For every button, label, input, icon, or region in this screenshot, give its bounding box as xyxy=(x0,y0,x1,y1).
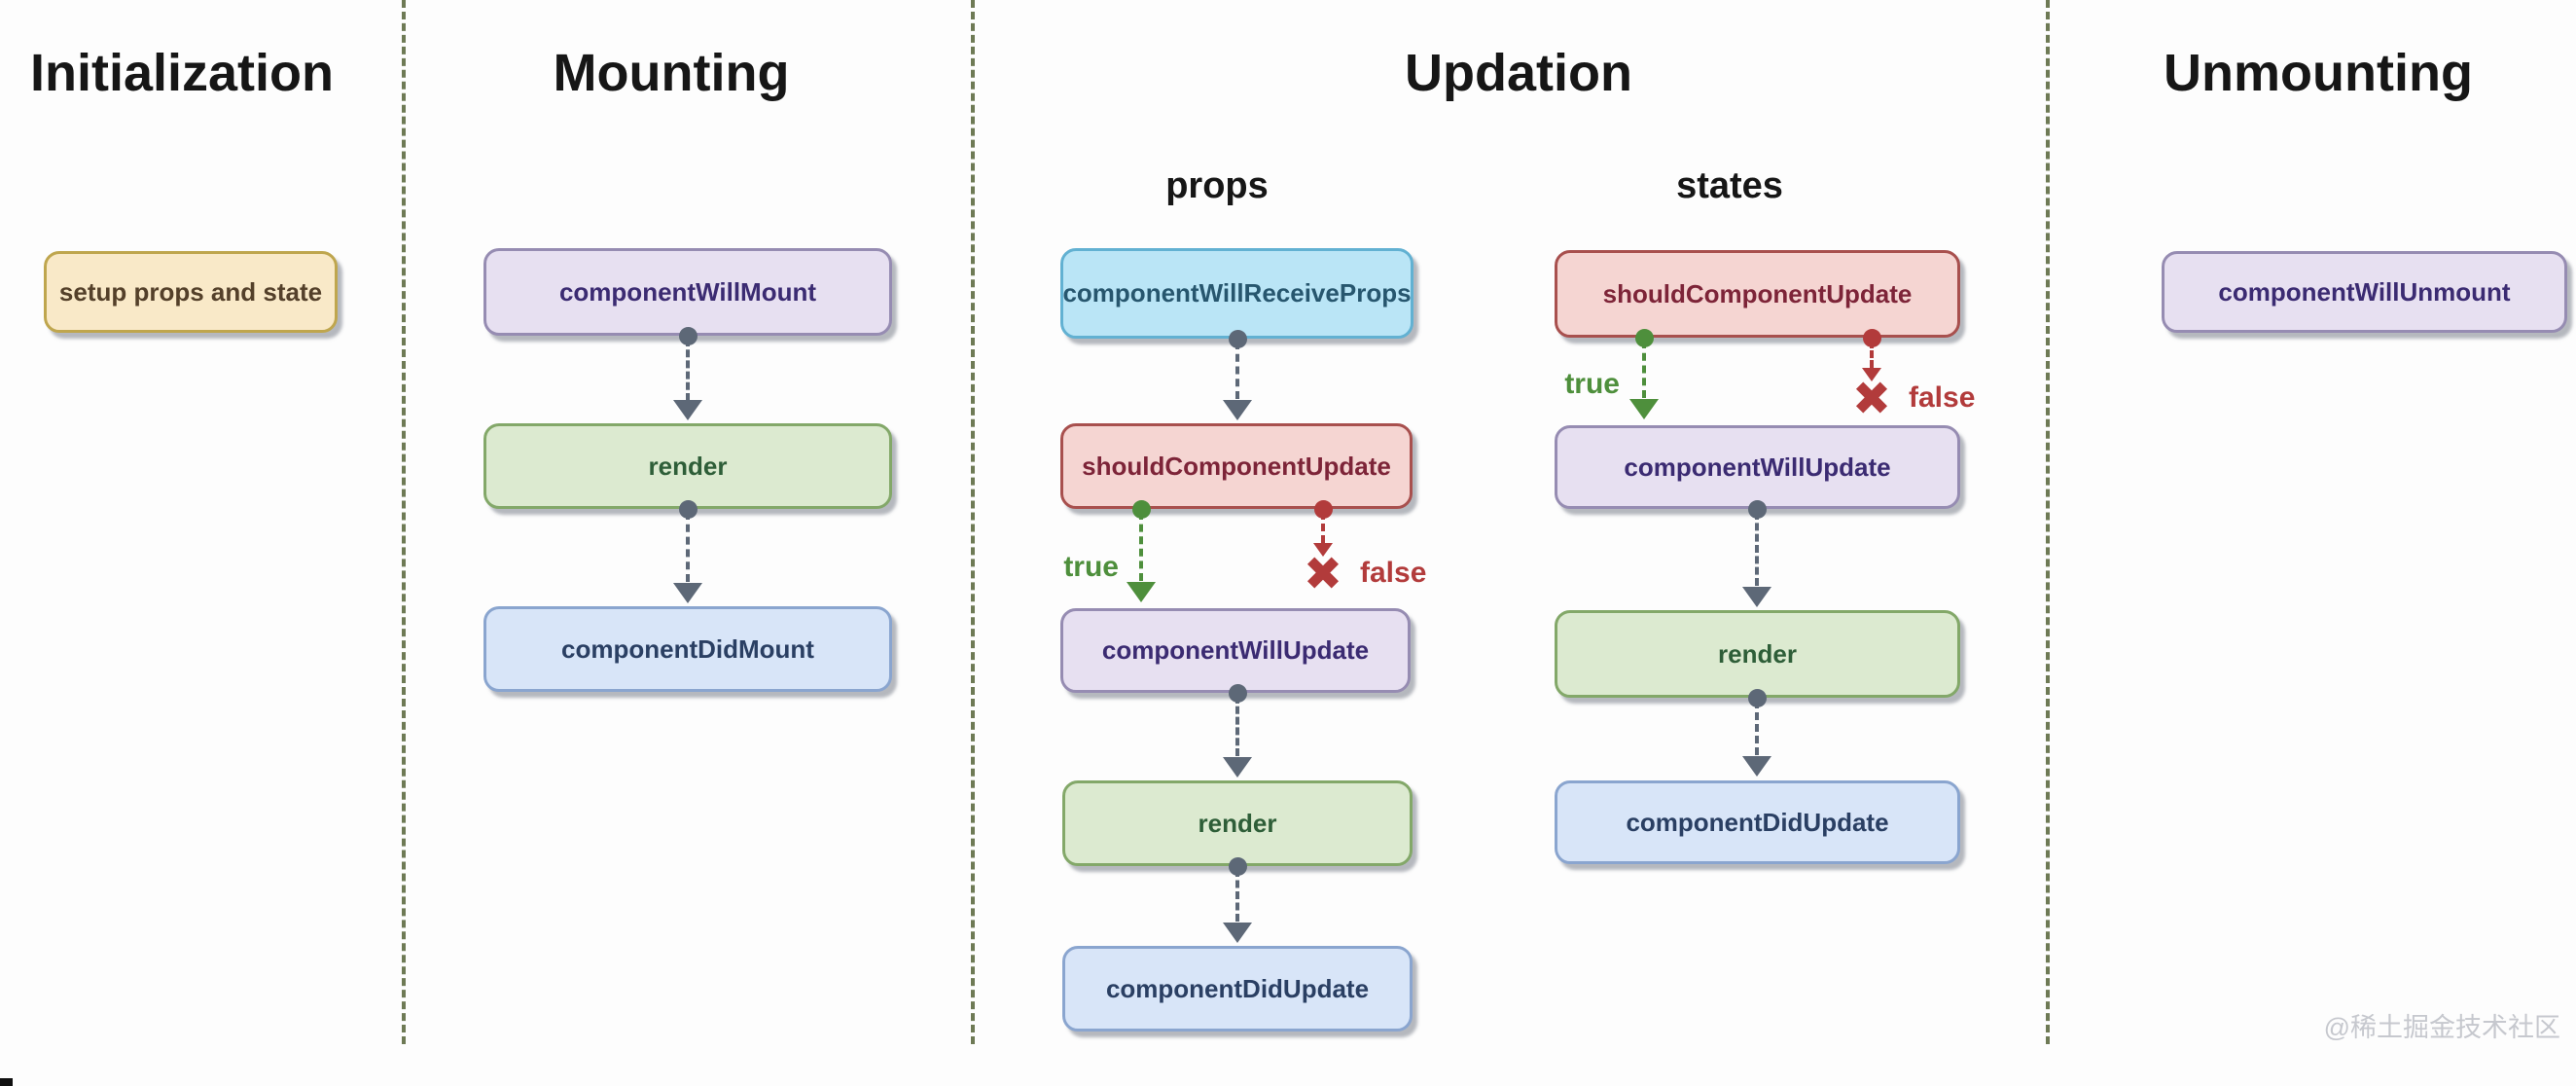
false-reject-x-icon: ✖ xyxy=(1303,547,1343,601)
node-label: componentWillUnmount xyxy=(2218,276,2511,307)
false-label: false xyxy=(1909,381,1976,414)
flow-arrow-icon xyxy=(1742,587,1771,607)
node-label: componentWillMount xyxy=(558,276,817,307)
flow-arrow-icon xyxy=(1223,757,1252,778)
sublabel-states: states xyxy=(1676,165,1783,206)
false-branch-line xyxy=(1870,341,1874,368)
node-label: componentDidMount xyxy=(561,634,814,664)
true-branch-arrow-icon xyxy=(1629,399,1659,419)
flow-line xyxy=(1755,512,1759,586)
flow-arrow-icon xyxy=(1223,400,1252,420)
true-branch-line xyxy=(1642,341,1646,398)
flow-dot xyxy=(1229,857,1247,876)
flow-dot xyxy=(1229,684,1247,703)
false-reject-x-icon: ✖ xyxy=(1851,372,1892,426)
flow-line xyxy=(1235,696,1239,756)
node-label: render xyxy=(1718,638,1797,669)
flow-arrow-icon xyxy=(673,583,702,603)
node-props-component-did-update: componentDidUpdate xyxy=(1062,946,1413,1032)
node-mounting-render: render xyxy=(483,423,892,509)
false-branch-line xyxy=(1321,512,1325,543)
node-states-component-did-update: componentDidUpdate xyxy=(1555,780,1960,864)
true-branch-arrow-icon xyxy=(1127,582,1156,602)
flow-dot xyxy=(1229,330,1247,348)
column-separator-3 xyxy=(2046,0,2050,1044)
flow-arrow-icon xyxy=(1742,756,1771,777)
false-label: false xyxy=(1360,557,1427,589)
false-branch-arrow-icon xyxy=(1313,543,1333,557)
flow-arrow-icon xyxy=(673,400,702,420)
column-title-mounting: Mounting xyxy=(553,44,790,102)
node-props-component-will-update: componentWillUpdate xyxy=(1060,608,1411,693)
column-title-updation: Updation xyxy=(1405,44,1632,102)
column-separator-1 xyxy=(402,0,406,1044)
watermark: @稀土掘金技术社区 xyxy=(2323,1013,2560,1042)
node-states-render: render xyxy=(1555,610,1960,698)
false-branch-dot xyxy=(1863,329,1881,347)
node-props-render: render xyxy=(1062,780,1413,866)
flow-line xyxy=(686,339,690,401)
node-states-component-will-update: componentWillUpdate xyxy=(1555,425,1960,509)
true-branch-line xyxy=(1139,512,1143,581)
node-label: shouldComponentUpdate xyxy=(1082,451,1391,481)
node-props-should-component-update: shouldComponentUpdate xyxy=(1060,423,1413,509)
flow-dot xyxy=(1748,500,1767,519)
flow-line xyxy=(1235,869,1239,922)
node-setup-props-and-state: setup props and state xyxy=(44,251,338,333)
true-branch-dot xyxy=(1635,329,1654,347)
node-label: componentWillReceiveProps xyxy=(1062,278,1412,308)
true-label: true xyxy=(1063,551,1119,583)
node-label: setup props and state xyxy=(58,276,323,307)
node-label: componentWillUpdate xyxy=(1101,635,1370,665)
node-label: componentWillUpdate xyxy=(1624,452,1891,482)
corner-artifact xyxy=(0,1078,13,1086)
node-component-will-receive-props: componentWillReceiveProps xyxy=(1060,248,1413,339)
sublabel-props: props xyxy=(1165,165,1269,206)
flow-line xyxy=(686,512,690,582)
flow-dot xyxy=(679,500,698,519)
node-label: shouldComponentUpdate xyxy=(1602,278,1913,308)
node-component-will-mount: componentWillMount xyxy=(483,248,892,336)
node-component-did-mount: componentDidMount xyxy=(483,606,892,692)
flow-arrow-icon xyxy=(1223,923,1252,943)
node-label: render xyxy=(1198,808,1277,838)
node-states-should-component-update: shouldComponentUpdate xyxy=(1555,250,1960,338)
node-label: componentDidUpdate xyxy=(1105,973,1370,1003)
flow-line xyxy=(1755,701,1759,755)
false-branch-arrow-icon xyxy=(1862,368,1881,381)
node-component-will-unmount: componentWillUnmount xyxy=(2162,251,2567,333)
node-label: componentDidUpdate xyxy=(1626,807,1889,837)
flow-dot xyxy=(1748,689,1767,707)
true-label: true xyxy=(1564,368,1620,400)
column-title-unmounting: Unmounting xyxy=(2164,44,2473,102)
flow-line xyxy=(1235,342,1239,399)
column-separator-2 xyxy=(971,0,975,1044)
false-branch-dot xyxy=(1314,500,1333,519)
column-title-initialization: Initialization xyxy=(30,44,335,102)
node-label: render xyxy=(648,451,728,481)
flow-dot xyxy=(679,327,698,345)
true-branch-dot xyxy=(1132,500,1151,519)
